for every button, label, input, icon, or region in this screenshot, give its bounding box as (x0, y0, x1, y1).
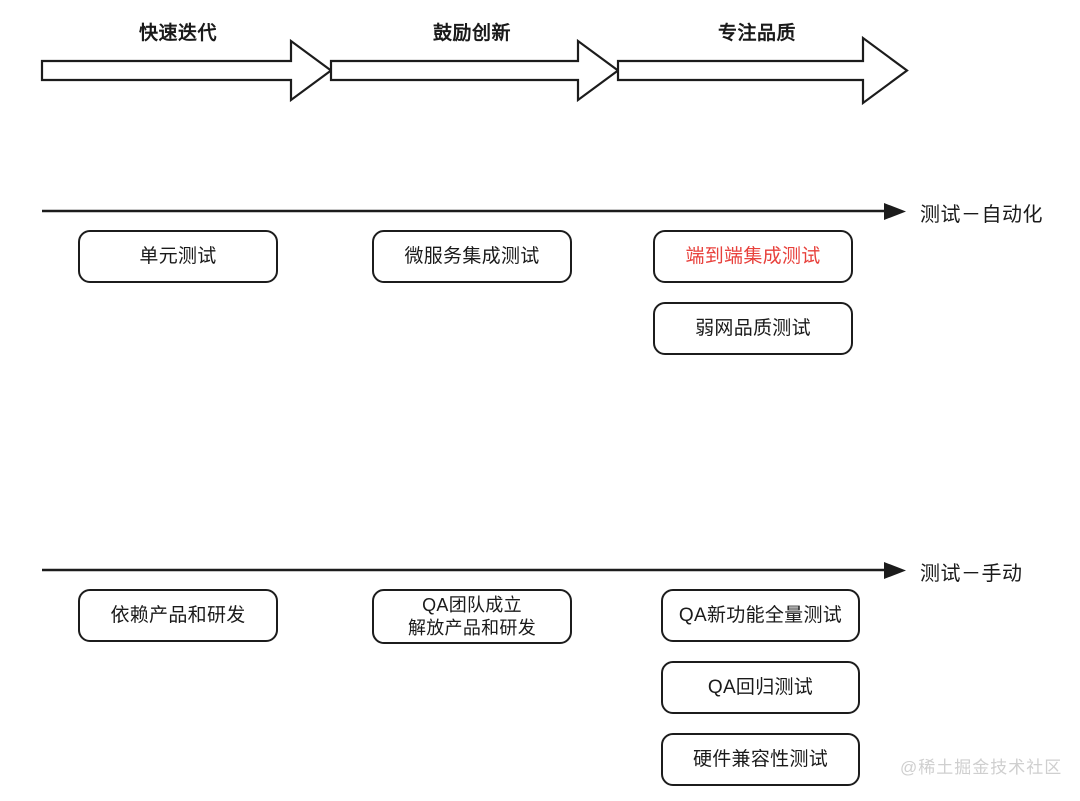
phase-label-1: 快速迭代 (138, 23, 218, 44)
test-box-hardware-compatibility[interactable]: 硬件兼容性测试 (661, 733, 860, 786)
test-box-microservice-integration[interactable]: 微服务集成测试 (372, 230, 572, 283)
manual-axis-label: 测试－手动 (920, 563, 1023, 585)
automation-axis-label: 测试－自动化 (920, 204, 1043, 226)
test-box-hardware-compatibility-label: 硬件兼容性测试 (692, 748, 829, 770)
test-box-qa-regression-label: QA回归测试 (707, 676, 814, 698)
test-box-weak-network-quality[interactable]: 弱网品质测试 (653, 302, 853, 355)
test-box-qa-team-established-line2: 解放产品和研发 (407, 617, 537, 638)
phase-block-arrow-3 (616, 35, 909, 106)
phase-block-arrow-1 (40, 38, 333, 103)
watermark-text: @稀土掘金技术社区 (900, 758, 1063, 777)
automation-axis-arrowhead (884, 203, 906, 220)
phase-arrows-group (40, 35, 909, 106)
test-box-end-to-end-integration-label: 端到端集成测试 (685, 245, 821, 267)
phase-label-2: 鼓励创新 (432, 23, 512, 44)
test-box-microservice-integration-label: 微服务集成测试 (404, 245, 540, 267)
phase-label-3: 专注品质 (717, 23, 797, 44)
test-box-unit-label: 单元测试 (139, 245, 217, 267)
manual-axis-arrowhead (884, 562, 906, 579)
test-box-unit[interactable]: 单元测试 (78, 230, 278, 283)
phase-block-arrow-2 (329, 38, 620, 103)
test-box-qa-team-established-line1: QA团队成立 (422, 595, 522, 615)
test-box-end-to-end-integration[interactable]: 端到端集成测试 (653, 230, 853, 283)
test-box-qa-team-established[interactable]: QA团队成立 解放产品和研发 (372, 589, 572, 644)
test-box-depend-on-product-and-dev[interactable]: 依赖产品和研发 (78, 589, 278, 642)
test-box-qa-regression[interactable]: QA回归测试 (661, 661, 860, 714)
test-box-qa-new-feature-full-label: QA新功能全量测试 (678, 604, 843, 626)
test-box-weak-network-quality-label: 弱网品质测试 (695, 317, 811, 339)
test-box-depend-on-product-and-dev-label: 依赖产品和研发 (110, 604, 246, 626)
test-box-qa-new-feature-full[interactable]: QA新功能全量测试 (661, 589, 860, 642)
